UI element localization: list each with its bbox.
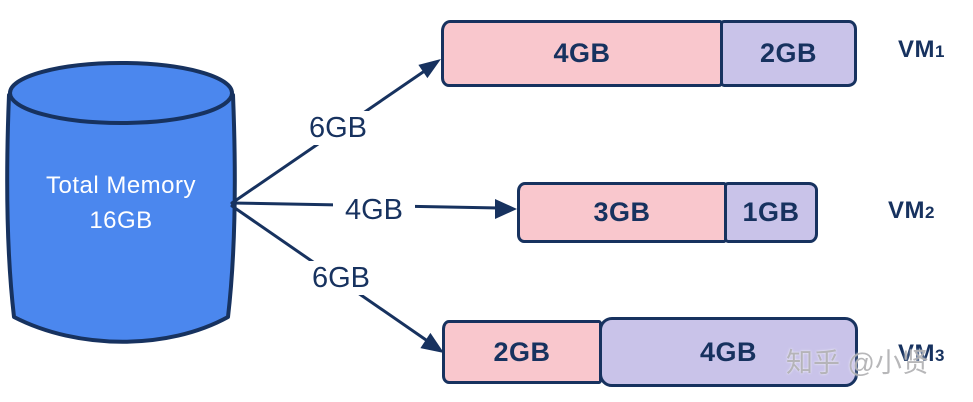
vm2-name: VM2 [888, 197, 935, 225]
vm2-name-index: 2 [925, 203, 935, 222]
vm2-name-text: VM [888, 197, 925, 224]
vm1-memory-bar: 4GB 2GB [441, 20, 857, 87]
vm3-name: VM3 [898, 340, 945, 368]
arrow-vm3-head [420, 332, 444, 353]
arrow-vm2-head [495, 199, 517, 219]
memory-cylinder-body [5, 93, 237, 344]
vm3-segment-1-label: 2GB [493, 336, 551, 367]
vm2-segment-2: 1GB [724, 182, 818, 243]
zhihu-watermark: 知乎 @小贤 [786, 348, 929, 378]
total-memory-line1: Total Memory [45, 172, 197, 199]
total-memory-line2: 16GB [89, 207, 153, 234]
vm2-segment-1: 3GB [517, 182, 727, 243]
arrow-label-vm2: 4GB [333, 193, 415, 227]
vm1-name: VM1 [898, 36, 945, 64]
vm3-name-text: VM [898, 340, 935, 367]
vm2-segment-1-label: 3GB [593, 197, 651, 227]
vm3-segment-2: 4GB [599, 317, 858, 387]
vm1-segment-1-label: 4GB [553, 38, 611, 68]
arrow-label-vm3: 6GB [300, 261, 382, 295]
vm2-memory-bar: 3GB 1GB [517, 182, 818, 243]
vm1-name-text: VM [898, 36, 935, 63]
vm1-segment-2: 2GB [720, 20, 857, 87]
vm3-segment-1: 2GB [442, 320, 602, 384]
vm3-name-index: 3 [935, 346, 945, 365]
vm3-segment-2-label: 4GB [699, 336, 758, 367]
vm3-memory-bar: 2GB 4GB [442, 317, 858, 387]
arrow-label-vm1: 6GB [297, 111, 379, 145]
arrow-vm1-head [418, 59, 441, 79]
vm2-segment-2-label: 1GB [742, 197, 800, 227]
vm1-name-index: 1 [935, 42, 945, 61]
vm1-segment-2-label: 2GB [759, 38, 818, 68]
vm1-segment-1: 4GB [441, 20, 723, 87]
memory-cylinder-top [8, 61, 234, 125]
total-memory-label: Total Memory 16GB [10, 168, 232, 238]
